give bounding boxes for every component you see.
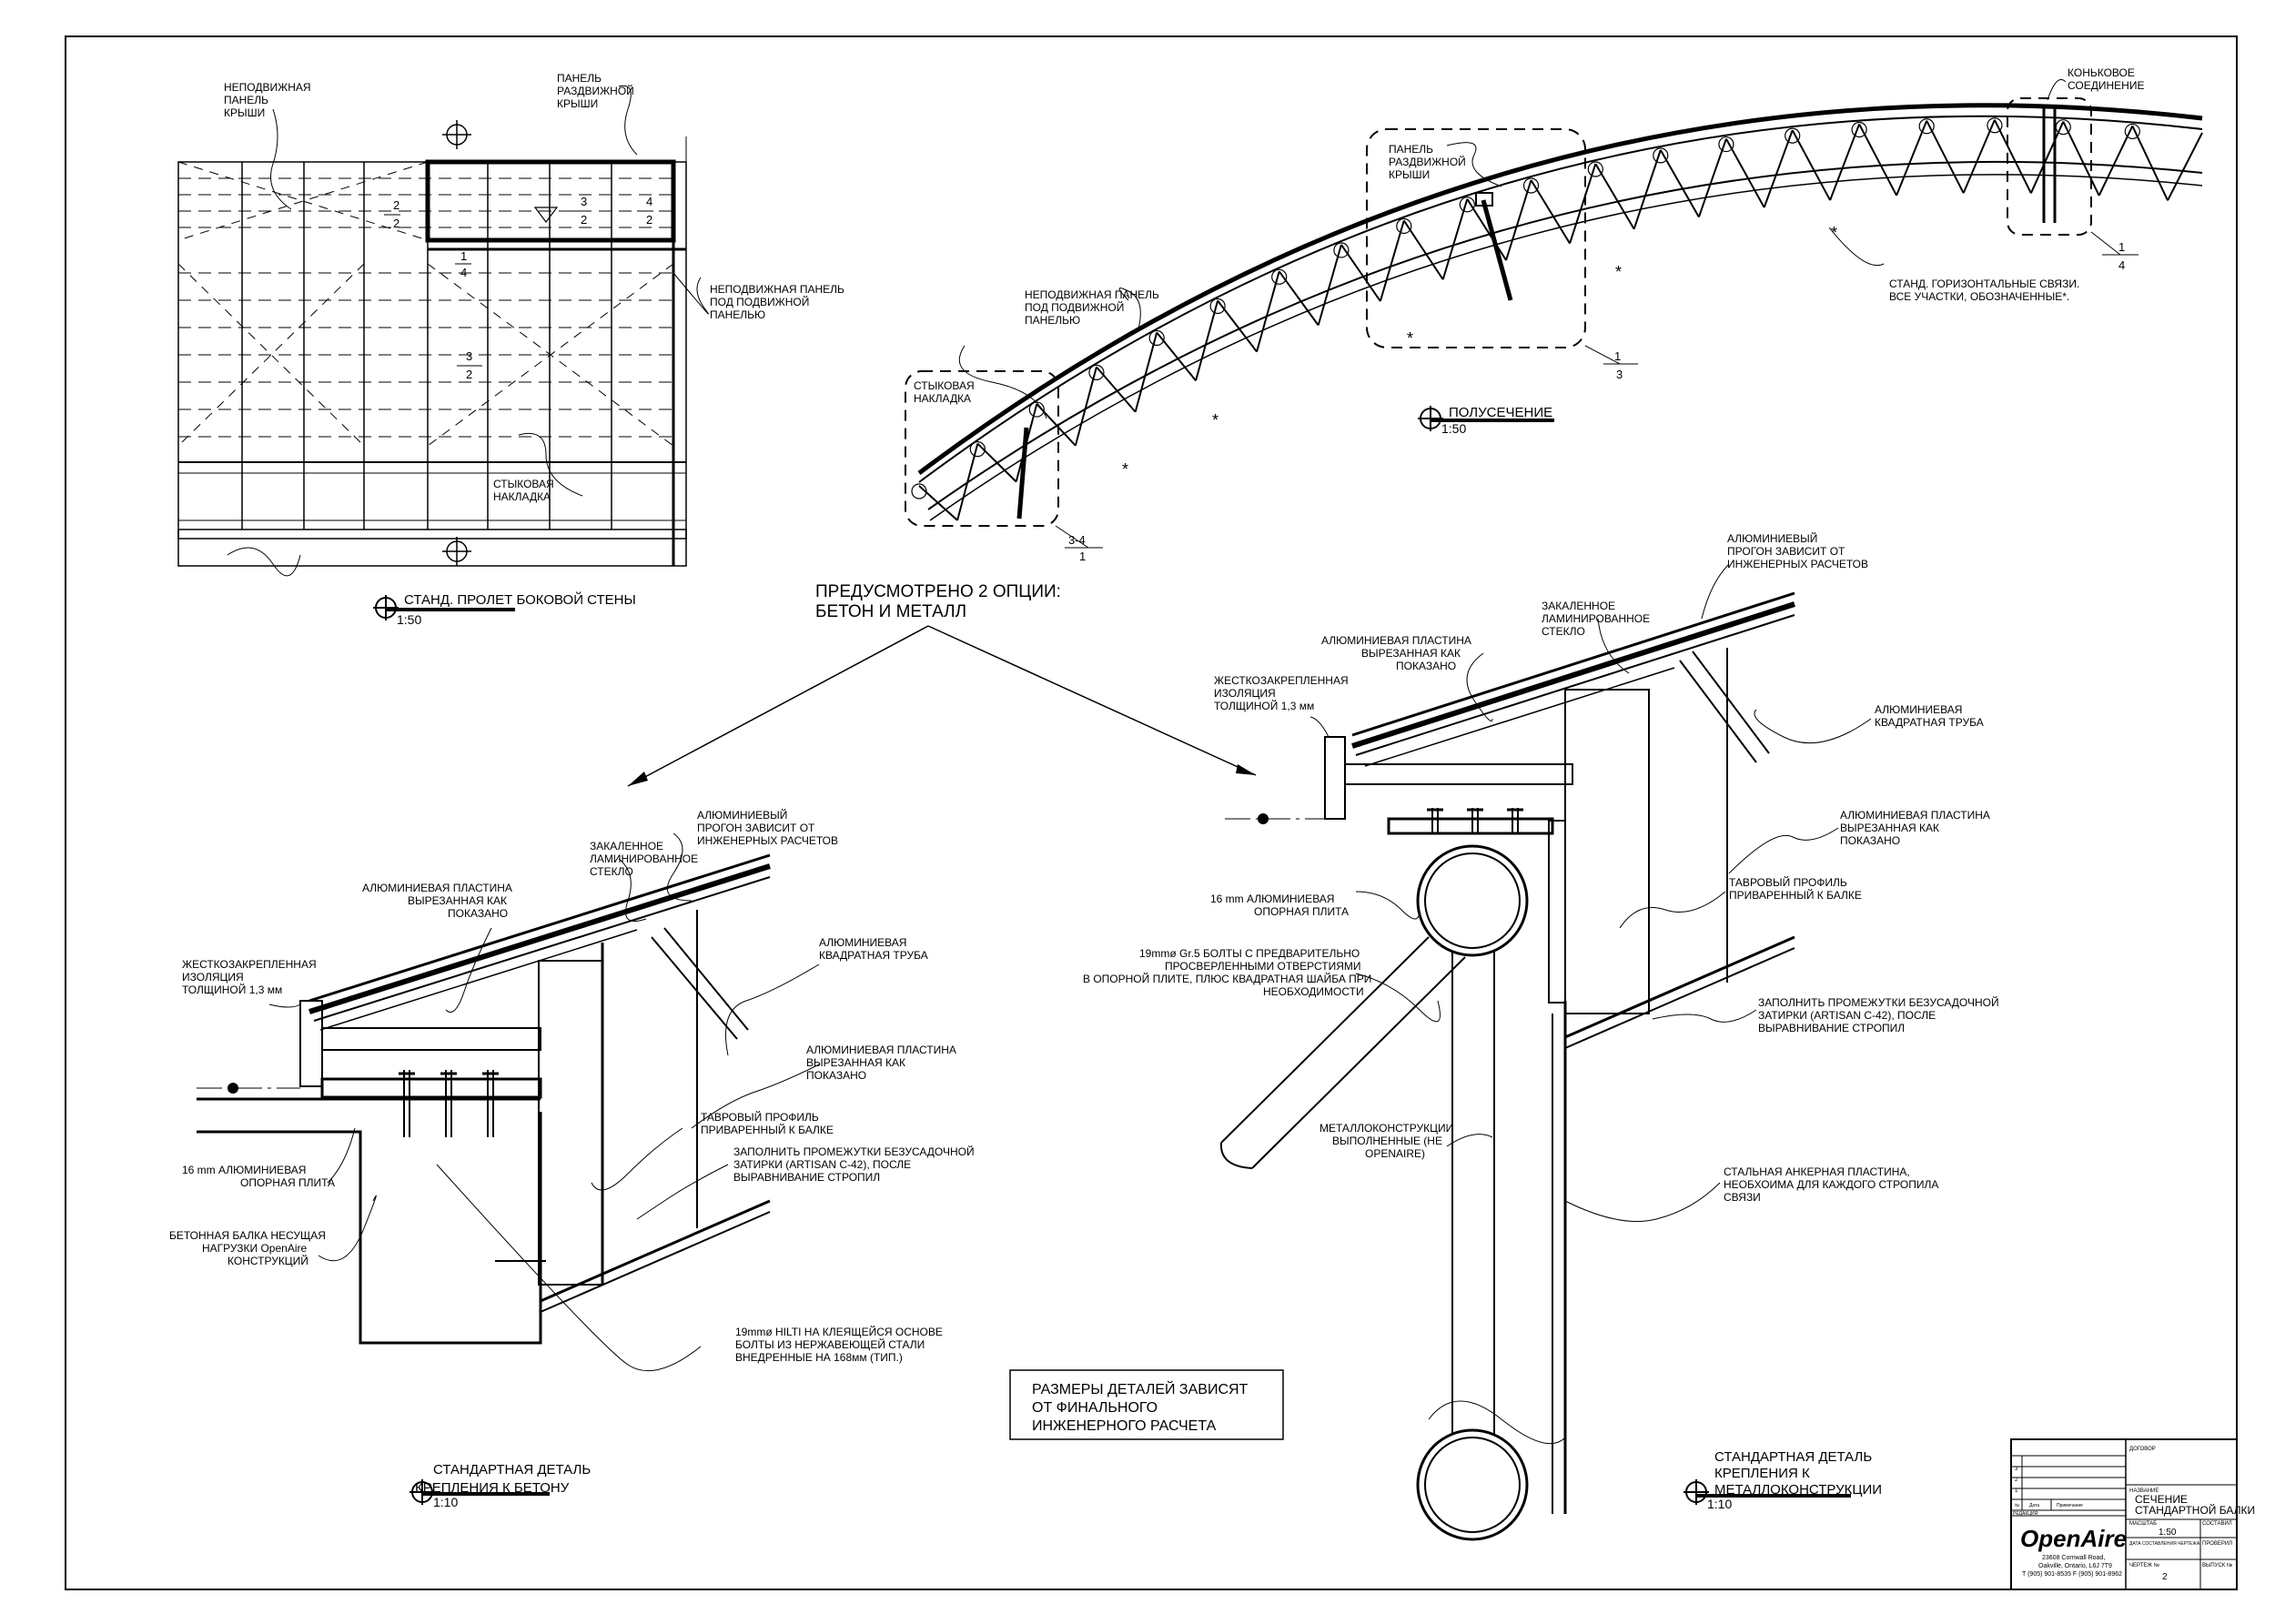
- svg-text:СТАНД. ПРОЛЕТ БОКОВОЙ СТЕНЫ: СТАНД. ПРОЛЕТ БОКОВОЙ СТЕНЫ: [404, 591, 636, 608]
- sheet-border: [65, 35, 2238, 1590]
- ref-tag: 3: [581, 195, 587, 208]
- svg-text:1:50: 1:50: [1441, 421, 1466, 436]
- ref-tag: 3-4: [1068, 533, 1086, 547]
- c-label-tee: ТАВРОВЫЙ ПРОФИЛЬ ПРИВАРЕННЫЙ К БАЛКЕ: [701, 1110, 834, 1136]
- tb-rev-row: 3: [2015, 1467, 2018, 1472]
- tb-rev-row: 2: [2015, 1478, 2018, 1483]
- svg-text:ЧЕРТЕЖ №: ЧЕРТЕЖ №: [2129, 1562, 2159, 1569]
- label-sliding-panel: ПАНЕЛЬ РАЗДВИЖНОЙ КРЫШИ: [557, 72, 637, 110]
- svg-text:*: *: [1615, 263, 1622, 281]
- svg-text:НАЗВАНИЕ: НАЗВАНИЕ: [2129, 1488, 2159, 1494]
- svg-text:ПРОВЕРИЛ: ПРОВЕРИЛ: [2202, 1541, 2232, 1547]
- m-label-tee: ТАВРОВЫЙ ПРОФИЛЬ ПРИВАРЕННЫЙ К БАЛКЕ: [1729, 875, 1862, 902]
- svg-text:Примечание: Примечание: [2057, 1503, 2083, 1508]
- ref-tag: 4: [646, 195, 652, 208]
- svg-text:СТАНДАРТНАЯ ДЕТАЛЬ КР: СТАНДАРТНАЯ ДЕТАЛЬ КРЕПЛЕНИЯ К БЕТОНУ: [415, 1462, 594, 1496]
- ref-tag: 1: [2118, 240, 2125, 254]
- m-label-plate2: АЛЮМИНИЕВАЯ ПЛАСТИНА ВЫРЕЗАННАЯ КАК ПОКА…: [1840, 809, 1993, 847]
- svg-text:Дата: Дата: [2029, 1503, 2039, 1508]
- svg-text:ПРЕДУСМОТРЕНО 2 ОПЦИИ: Б: ПРЕДУСМОТРЕНО 2 ОПЦИИ: БЕТОН И МЕТАЛЛ: [815, 582, 1066, 621]
- grid-marker-icon: [442, 120, 471, 566]
- svg-text:СОСТАВИЛ: СОСТАВИЛ: [2202, 1521, 2232, 1527]
- m-label-anchor: СТАЛЬНАЯ АНКЕРНАЯ ПЛАСТИНА, НЕОБХОИМА ДЛ…: [1724, 1165, 1942, 1204]
- ref-tag: 3: [1616, 368, 1623, 381]
- options-note: ПРЕДУСМОТРЕНО 2 ОПЦИИ: БЕТОН И МЕТАЛЛ: [627, 582, 1257, 787]
- ref-tag: 2: [646, 213, 652, 227]
- ref-tag: 2: [393, 198, 399, 212]
- ref-tag: 1: [1614, 349, 1621, 363]
- ref-tag: 1: [460, 249, 467, 263]
- view-title-concrete: СТАНДАРТНАЯ ДЕТАЛЬ КРЕПЛЕНИЯ К БЕТОНУ 1:…: [410, 1462, 594, 1509]
- ref-tag: 2: [581, 213, 587, 227]
- view-title-side-wall: СТАНД. ПРОЛЕТ БОКОВОЙ СТЕНЫ 1:50: [373, 591, 636, 627]
- ref-tag: 4: [460, 266, 467, 279]
- ref-tag: 3: [466, 349, 472, 363]
- m-label-glass: ЗАКАЛЕННОЕ ЛАМИНИРОВАННОЕ СТЕКЛО: [1542, 600, 1653, 638]
- c-label-plate: АЛЮМИНИЕВАЯ ПЛАСТИНА ВЫРЕЗАННАЯ КАК ПОКА…: [362, 882, 515, 920]
- svg-text:МАСШТАБ: МАСШТАБ: [2129, 1521, 2157, 1527]
- c-label-plate2: АЛЮМИНИЕВАЯ ПЛАСТИНА ВЫРЕЗАННАЯ КАК ПОКА…: [806, 1044, 959, 1082]
- m-label-plate: АЛЮМИНИЕВАЯ ПЛАСТИНА ВЫРЕЗАННАЯ КАК ПОКА…: [1321, 634, 1474, 672]
- m-label-grout: ЗАПОЛНИТЬ ПРОМЕЖУТКИ БЕЗУСАДОЧНОЙ ЗАТИРК…: [1758, 995, 2002, 1034]
- svg-text:1:10: 1:10: [433, 1495, 458, 1509]
- c-label-insulation: ЖЕСТКОЗАКРЕПЛЕННАЯ ИЗОЛЯЦИЯ ТОЛЩИНОЙ 1,3…: [182, 958, 319, 996]
- svg-text:РАЗМЕРЫ ДЕТАЛЕЙ ЗАВИСЯТ: РАЗМЕРЫ ДЕТАЛЕЙ ЗАВИСЯТ ОТ ФИНАЛЬНОГО ИН…: [1032, 1380, 1252, 1434]
- openaire-logo: OpenAire: [2020, 1525, 2127, 1552]
- label-fixed-panel: НЕПОДВИЖНАЯ ПАНЕЛЬ КРЫШИ: [224, 81, 314, 119]
- svg-text:СЕЧЕНИЕ СТАНДАРТНОЙ БАЛ: СЕЧЕНИЕ СТАНДАРТНОЙ БАЛКИ: [2135, 1493, 2255, 1517]
- c-label-grout: ЗАПОЛНИТЬ ПРОМЕЖУТКИ БЕЗУСАДОЧНОЙ ЗАТИРК…: [733, 1145, 977, 1184]
- ref-tag: 4: [2118, 258, 2125, 272]
- svg-text:РЕДАКЦИЯ: РЕДАКЦИЯ: [2013, 1511, 2038, 1517]
- svg-text:СТАНДАРТНАЯ ДЕТАЛЬ КР: СТАНДАРТНАЯ ДЕТАЛЬ КРЕПЛЕНИЯ К МЕТАЛЛОКО…: [1714, 1449, 1882, 1498]
- ref-tag: 1: [1079, 550, 1086, 563]
- half-section-arch: * * * * * 1 4 1 3 3-4 1 КОНЬКОВОЕ СОЕДИН…: [905, 66, 2203, 563]
- metal-detail: АЛЮМИНИЕВЫЙ ПРОГОН ЗАВИСИТ ОТ ИНЖЕНЕРНЫХ…: [1083, 531, 2002, 1541]
- c-label-hilti: 19mmø HILTI НА КЛЕЯЩЕЙСЯ ОСНОВЕ БОЛТЫ ИЗ…: [735, 1325, 945, 1364]
- grid-marker-icon: [197, 1083, 300, 1094]
- svg-text:ВЫПУСК №: ВЫПУСК №: [2202, 1562, 2232, 1569]
- svg-text:2: 2: [2162, 1572, 2168, 1582]
- svg-text:23608 Cornwall Road, Oak: 23608 Cornwall Road, Oakville, Ontario, …: [2022, 1555, 2122, 1578]
- c-label-purlin: АЛЮМИНИЕВЫЙ ПРОГОН ЗАВИСИТ ОТ ИНЖЕНЕРНЫХ…: [697, 808, 838, 847]
- svg-text:*: *: [1122, 460, 1128, 479]
- svg-text:1:50: 1:50: [397, 612, 421, 627]
- svg-text:1:10: 1:10: [1707, 1497, 1732, 1511]
- ref-tag: 2: [393, 217, 399, 230]
- ref-tag: 2: [466, 368, 472, 381]
- label-bracing: СТАНД. ГОРИЗОНТАЛЬНЫЕ СВЯЗИ. ВСЕ УЧАСТКИ…: [1889, 277, 2083, 303]
- side-wall-elevation: 2 2 3 2 4 2 1 4 3 2 НЕПОДВИЖНАЯ ПАНЕЛЬ К…: [177, 72, 847, 627]
- title-block: № Дата Примечание РЕДАКЦИЯ 3 2 1 ДОГОВОР…: [2010, 1438, 2255, 1590]
- label-fixed-under: НЕПОДВИЖНАЯ ПАНЕЛЬ ПОД ПОДВИЖНОЙ ПАНЕЛЬЮ: [710, 283, 847, 321]
- dimensions-note: РАЗМЕРЫ ДЕТАЛЕЙ ЗАВИСЯТ ОТ ФИНАЛЬНОГО ИН…: [1009, 1369, 1284, 1440]
- m-label-insulation: ЖЕСТКОЗАКРЕПЛЕННАЯ ИЗОЛЯЦИЯ ТОЛЩИНОЙ 1,3…: [1214, 674, 1351, 712]
- label-splice: СТЫКОВАЯ НАКЛАДКА: [914, 379, 977, 405]
- label-ridge: КОНЬКОВОЕ СОЕДИНЕНИЕ: [2068, 66, 2144, 92]
- m-label-tube: АЛЮМИНИЕВАЯ КВАДРАТНАЯ ТРУБА: [1875, 703, 1984, 729]
- tb-rev-row: 1: [2015, 1488, 2018, 1494]
- label-sliding: ПАНЕЛЬ РАЗДВИЖНОЙ КРЫШИ: [1389, 143, 1469, 181]
- label-splice: СТЫКОВАЯ НАКЛАДКА: [493, 478, 557, 503]
- svg-text:№: №: [2015, 1503, 2019, 1508]
- label-fixed: НЕПОДВИЖНАЯ ПАНЕЛЬ ПОД ПОДВИЖНОЙ ПАНЕЛЬЮ: [1025, 288, 1162, 327]
- c-label-base-plate: 16 mm АЛЮМИНИЕВАЯ ОПОРНАЯ ПЛИТА: [182, 1164, 335, 1189]
- c-label-glass: ЗАКАЛЕННОЕ ЛАМИНИРОВАННОЕ СТЕКЛО: [590, 840, 702, 878]
- m-label-bolts: 19mmø Gr.5 БОЛТЫ С ПРЕДВАРИТЕЛЬНО ПРОСВЕ…: [1083, 947, 1375, 998]
- m-label-base-plate: 16 mm АЛЮМИНИЕВАЯ ОПОРНАЯ ПЛИТА: [1210, 893, 1349, 918]
- svg-text:ПОЛУСЕЧЕНИЕ: ПОЛУСЕЧЕНИЕ: [1449, 405, 1552, 420]
- m-label-steelwork: МЕТАЛЛОКОНСТРУКЦИИ ВЫПОЛНЕННЫЕ (НЕ OPENA…: [1320, 1122, 1457, 1160]
- svg-text:ДОГОВОР: ДОГОВОР: [2129, 1447, 2156, 1452]
- svg-text:1:50: 1:50: [2159, 1528, 2177, 1538]
- c-label-beam: БЕТОННАЯ БАЛКА НЕСУЩАЯ НАГРУЗКИ OpenAire…: [169, 1229, 329, 1267]
- view-title-metal: СТАНДАРТНАЯ ДЕТАЛЬ КРЕПЛЕНИЯ К МЕТАЛЛОКО…: [1684, 1449, 1882, 1511]
- svg-text:*: *: [1212, 411, 1218, 429]
- concrete-detail: АЛЮМИНИЕВЫЙ ПРОГОН ЗАВИСИТ ОТ ИНЖЕНЕРНЫХ…: [169, 808, 977, 1509]
- m-label-purlin: АЛЮМИНИЕВЫЙ ПРОГОН ЗАВИСИТ ОТ ИНЖЕНЕРНЫХ…: [1727, 531, 1868, 570]
- grid-marker-icon: [1225, 813, 1325, 824]
- view-title-half-section: ПОЛУСЕЧЕНИЕ 1:50: [1418, 405, 1554, 436]
- svg-text:ДАТА СОСТАВЛЕНИЯ ЧЕРТЕЖА: ДАТА СОСТАВЛЕНИЯ ЧЕРТЕЖА: [2129, 1541, 2200, 1547]
- c-label-tube: АЛЮМИНИЕВАЯ КВАДРАТНАЯ ТРУБА: [819, 936, 928, 962]
- svg-text:*: *: [1407, 329, 1413, 348]
